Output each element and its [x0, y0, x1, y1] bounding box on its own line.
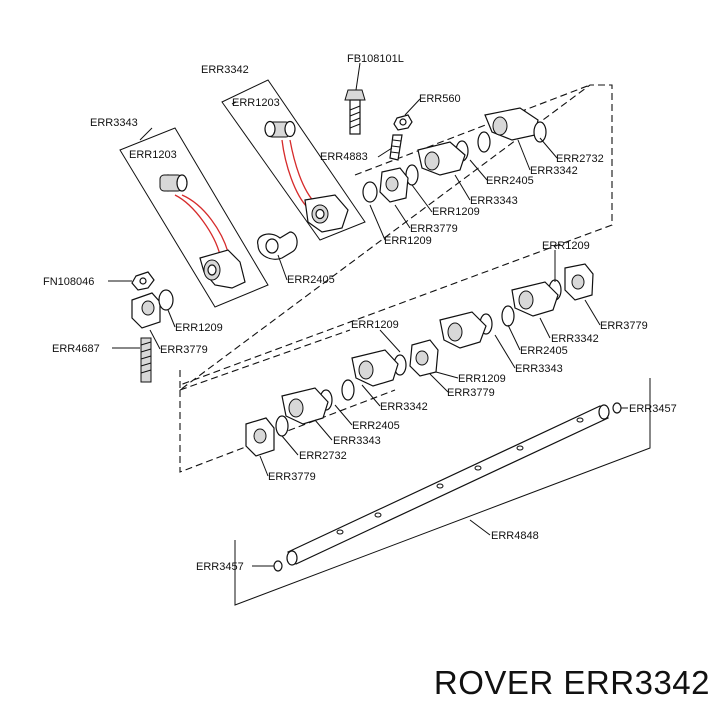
washer-left: [158, 289, 174, 311]
upper-boundary-top: [354, 84, 591, 176]
washer-low-1: [275, 415, 289, 437]
rocker-mid-right: [511, 281, 559, 317]
nut-err560: [393, 114, 413, 131]
washer-upper-2: [477, 131, 491, 153]
spring-guide-mid-2: [289, 139, 317, 205]
middle-inset-frame: [221, 79, 366, 241]
pedestal-mid-right: [564, 263, 594, 301]
label-err3457-l: ERR3457: [196, 561, 244, 573]
bolt-fb108101l: [344, 89, 366, 135]
label-err1209-r3: ERR1209: [542, 240, 590, 252]
label-err2405-mid: ERR2405: [287, 274, 335, 286]
label-err3342-r1: ERR3342: [530, 165, 578, 177]
washer-upper-5: [362, 181, 378, 203]
pedestal-mid: [409, 339, 439, 377]
label-err4883: ERR4883: [320, 151, 368, 163]
label-err1209-m: ERR1209: [351, 319, 399, 331]
label-err3779-r2: ERR3779: [600, 320, 648, 332]
label-err3342-r2: ERR3342: [551, 333, 599, 345]
label-err4848: ERR4848: [491, 530, 539, 542]
rocker-shaft-err4848: [286, 404, 610, 566]
label-err3457-r: ERR3457: [629, 403, 677, 415]
label-err3779-left: ERR3779: [160, 344, 208, 356]
label-err3342-m: ERR3342: [380, 401, 428, 413]
label-err1203-a: ERR1203: [232, 97, 280, 109]
part-caption: ROVER ERR3342: [433, 664, 710, 701]
rocker-upper-right: [484, 107, 539, 141]
label-err3343-r1: ERR3343: [470, 195, 518, 207]
pedestal-left: [131, 292, 161, 329]
leader-lines: [108, 62, 628, 567]
label-err3779-m: ERR3779: [447, 387, 495, 399]
pedestal-low: [245, 417, 275, 457]
rocker-arm-left: [199, 249, 246, 289]
rocker-arm-mid: [304, 194, 349, 233]
stud-err4687: [140, 337, 152, 383]
label-fb108101l: FB108101L: [347, 53, 404, 65]
label-err2405-r1: ERR2405: [486, 175, 534, 187]
spring-guide-mid: [281, 139, 309, 209]
label-err1209-r1: ERR1209: [432, 206, 480, 218]
label-err3343-r2: ERR3343: [515, 363, 563, 375]
upper-assembly-boundary: [179, 84, 613, 392]
washer-mid-5: [341, 379, 355, 401]
label-err1203-b: ERR1203: [129, 149, 177, 161]
left-inset-frame: [119, 127, 269, 308]
label-err3342-top: ERR3342: [201, 64, 249, 76]
nut-fn108046: [131, 271, 155, 291]
plug-err3457-right: [612, 402, 622, 414]
label-err3343-m: ERR3343: [333, 435, 381, 447]
pedestal-upper: [379, 167, 409, 203]
rocker-upper-mid: [417, 141, 466, 176]
label-err3779-low: ERR3779: [268, 471, 316, 483]
rocker-mid-center: [439, 311, 487, 349]
label-err1209-r2: ERR1209: [384, 235, 432, 247]
spring-washer-err2405-mid: [257, 231, 298, 260]
rocker-low-left: [281, 387, 329, 425]
label-fn108046: FN108046: [43, 276, 94, 288]
label-err4687: ERR4687: [52, 343, 100, 355]
plug-err3457-left: [273, 560, 283, 572]
washer-mid-2: [501, 305, 515, 327]
label-err2405-r2: ERR2405: [520, 345, 568, 357]
shaft-frame: [234, 378, 651, 606]
spring-guide-left: [174, 194, 221, 256]
bush-err1203-left: [159, 174, 188, 192]
label-err1209-r4: ERR1209: [458, 373, 506, 385]
washer-upper-1: [533, 121, 547, 143]
spring-guide-left-2: [181, 194, 229, 253]
label-err560: ERR560: [419, 93, 461, 105]
label-err2405-m2: ERR2405: [352, 420, 400, 432]
label-err3779-r1: ERR3779: [410, 223, 458, 235]
label-err1209-left: ERR1209: [175, 322, 223, 334]
rocker-mid-left: [351, 349, 399, 387]
bush-err1203-mid: [264, 120, 296, 138]
label-err2732-low: ERR2732: [299, 450, 347, 462]
label-err2732-top: ERR2732: [556, 153, 604, 165]
adjuster-err4883: [389, 134, 403, 161]
label-err3343-left: ERR3343: [90, 117, 138, 129]
